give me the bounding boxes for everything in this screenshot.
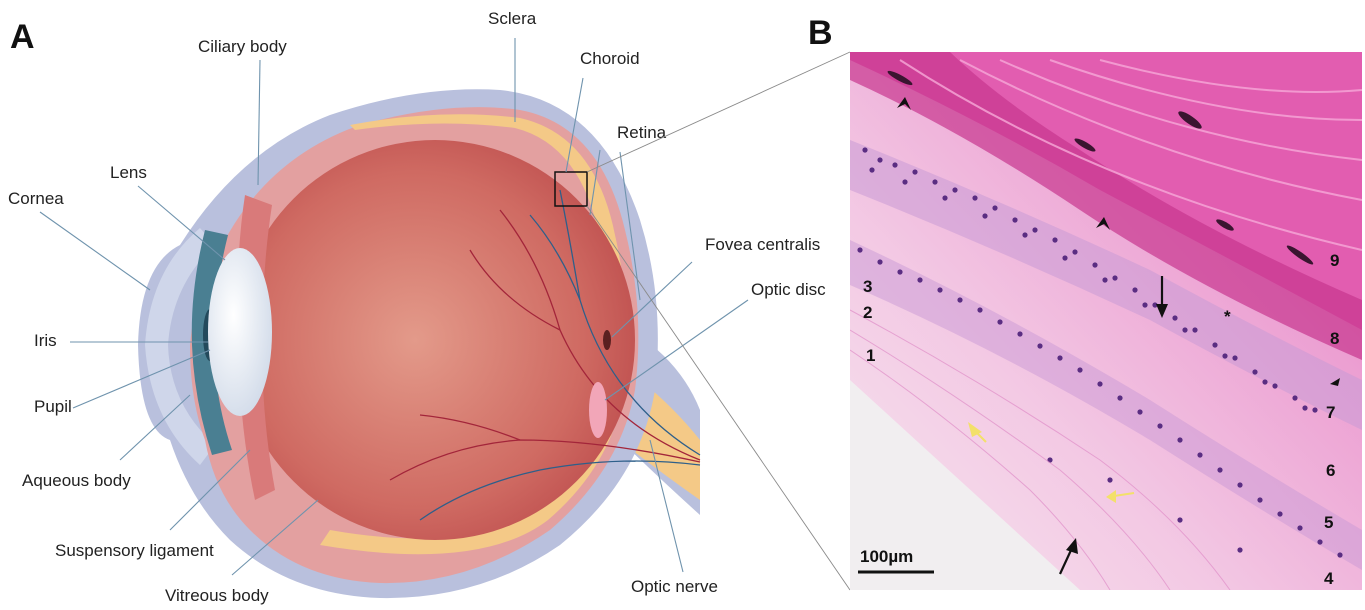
optic-disc-shape — [589, 382, 607, 438]
label-suspensory-ligament: Suspensory ligament — [55, 541, 214, 560]
layer-number-9: 9 — [1330, 251, 1339, 270]
layer-number-3: 3 — [863, 277, 872, 296]
label-optic-nerve: Optic nerve — [631, 577, 718, 596]
label-cornea: Cornea — [8, 189, 64, 208]
layer-number-8: 8 — [1330, 329, 1339, 348]
label-sclera: Sclera — [488, 9, 537, 28]
panel-b-letter: B — [808, 14, 833, 52]
panel-a: A — [8, 9, 826, 605]
layer-number-5: 5 — [1324, 513, 1333, 532]
label-lens: Lens — [110, 163, 147, 182]
label-ciliary-body: Ciliary body — [198, 37, 287, 56]
layer-number-2: 2 — [863, 303, 872, 322]
fovea-centralis-shape — [603, 330, 611, 350]
label-pupil: Pupil — [34, 397, 72, 416]
label-fovea-centralis: Fovea centralis — [705, 235, 820, 254]
vitreous-body-shape — [235, 140, 635, 540]
lens-shape — [208, 248, 272, 416]
label-aqueous-body: Aqueous body — [22, 471, 131, 490]
label-iris: Iris — [34, 331, 57, 350]
label-vitreous-body: Vitreous body — [165, 586, 269, 605]
layer-number-7: 7 — [1326, 403, 1335, 422]
histology-image — [850, 52, 1362, 590]
panel-b: B — [808, 14, 1362, 590]
label-choroid: Choroid — [580, 49, 640, 68]
zoom-connector-top — [587, 52, 850, 172]
panel-a-letter: A — [10, 18, 35, 56]
scale-bar-label: 100µm — [860, 547, 913, 566]
layer-number-6: 6 — [1326, 461, 1335, 480]
asterisk-marker: * — [1224, 307, 1231, 326]
layer-number-4: 4 — [1324, 569, 1334, 588]
label-optic-disc: Optic disc — [751, 280, 826, 299]
layer-number-1: 1 — [866, 346, 875, 365]
